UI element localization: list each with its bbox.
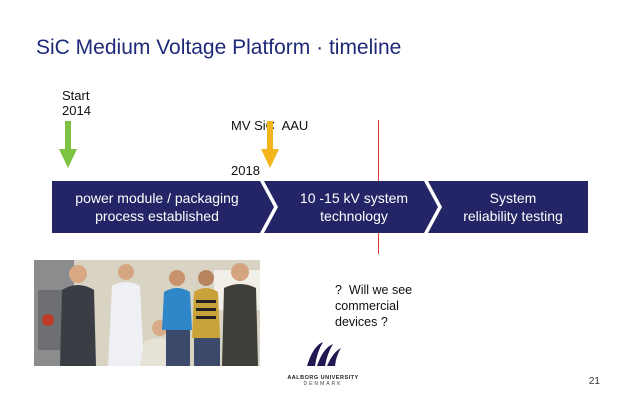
university-logo: AALBORG UNIVERSITY DENMARK: [280, 338, 366, 387]
phase-3-line1: System: [489, 190, 537, 206]
phase-chevron-2: [264, 181, 438, 233]
milestone-start-label: Start 2014: [62, 88, 91, 118]
university-country: DENMARK: [303, 381, 343, 387]
green-down-arrow-icon: [59, 121, 77, 168]
phase-chevron-1: [52, 181, 274, 233]
timeline-bar: power module / packaging process establi…: [52, 181, 588, 233]
phase-chevron-3: [428, 181, 588, 233]
question-line2: commercial: [335, 299, 399, 313]
phase-2-line2: technology: [320, 208, 388, 224]
phase-1-line1: power module / packaging: [75, 190, 239, 206]
question-line3: devices ?: [335, 315, 388, 329]
phase-2-text: 10 -15 kV system technology: [274, 189, 434, 225]
aau-wave-logo-icon: [307, 342, 341, 366]
milestone-start-year: 2014: [62, 103, 91, 118]
team-photo: [34, 260, 260, 366]
team-photo-image: [34, 260, 260, 366]
yellow-down-arrow-icon: [261, 121, 279, 168]
phase-1-text: power module / packaging process establi…: [52, 189, 262, 225]
phase-3-text: System reliability testing: [438, 189, 588, 225]
milestone-start-name: Start: [62, 88, 90, 103]
slide-title: SiC Medium Voltage Platform · timeline: [36, 36, 402, 59]
university-name: AALBORG UNIVERSITY: [287, 375, 359, 381]
phase-3-line2: reliability testing: [463, 208, 563, 224]
milestone-aau-year: 2018: [231, 163, 260, 178]
phase-2-line1: 10 -15 kV system: [299, 190, 409, 206]
question-text: ? Will we see commercial devices ?: [335, 282, 412, 330]
question-line1: ? Will we see: [335, 283, 413, 297]
page-number: 21: [588, 376, 600, 387]
phase-1-line2: process established: [95, 208, 219, 224]
